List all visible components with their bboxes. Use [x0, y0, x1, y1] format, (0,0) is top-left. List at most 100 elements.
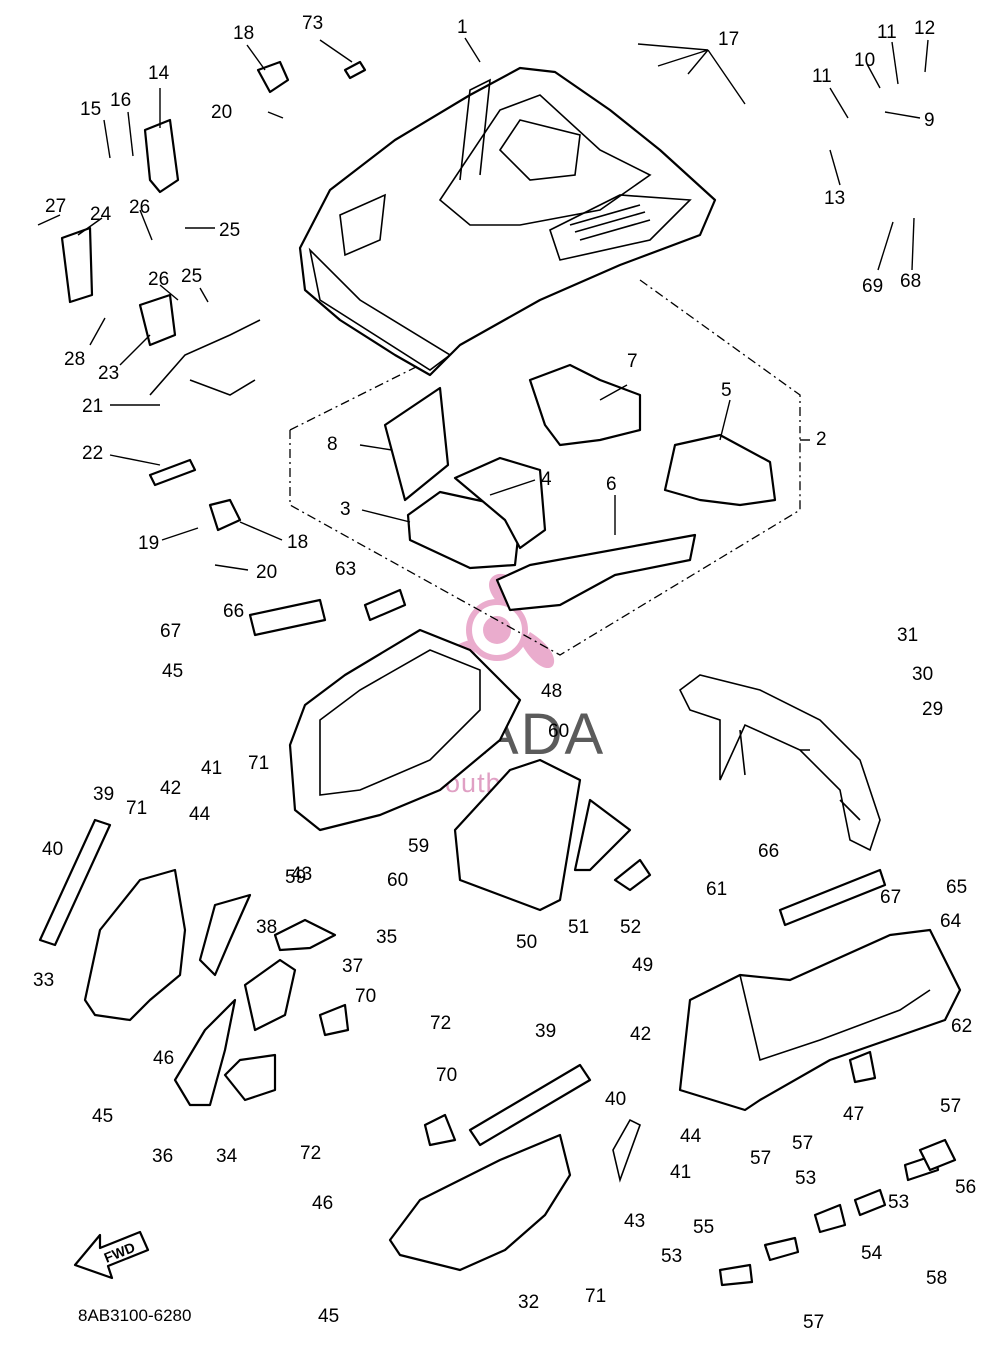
callout-20a: 20	[211, 102, 232, 123]
callout-6: 6	[606, 474, 617, 495]
callout-49: 49	[632, 955, 653, 976]
front-frame-part-48	[288, 628, 522, 832]
callout-36: 36	[152, 1146, 173, 1167]
callout-72a: 72	[430, 1013, 451, 1034]
callout-29: 29	[922, 699, 943, 720]
callout-20b: 20	[256, 562, 277, 583]
callout-40a: 40	[42, 839, 63, 860]
callout-71b: 71	[126, 798, 147, 819]
callout-67b: 67	[880, 887, 901, 908]
callout-70a: 70	[355, 986, 376, 1007]
callout-24: 24	[90, 204, 112, 225]
callout-25a: 25	[219, 220, 240, 241]
callout-42b: 42	[630, 1024, 651, 1045]
callout-9: 9	[924, 110, 935, 131]
callout-5: 5	[721, 380, 732, 401]
callout-11b: 11	[877, 22, 897, 43]
callout-39b: 39	[535, 1021, 556, 1042]
callout-58: 58	[926, 1268, 947, 1289]
port-lower-cover-group	[38, 818, 337, 1107]
small-hardware	[60, 60, 957, 1287]
callout-18b: 18	[287, 532, 308, 553]
callout-67a: 67	[160, 621, 181, 642]
callout-2: 2	[816, 429, 827, 450]
callout-38: 38	[256, 917, 277, 938]
callout-12: 12	[914, 18, 935, 39]
callout-44a: 44	[189, 804, 211, 825]
top-cowling-part-1	[298, 66, 717, 377]
callout-69: 69	[862, 276, 883, 297]
callout-13: 13	[824, 188, 845, 209]
callout-52: 52	[620, 917, 641, 938]
callout-51: 51	[568, 917, 589, 938]
callout-19: 19	[138, 533, 159, 554]
callout-1: 1	[457, 17, 468, 38]
callout-73: 73	[302, 13, 323, 34]
callout-60b: 60	[387, 870, 408, 891]
callout-26b: 26	[148, 269, 169, 290]
callout-23: 23	[98, 363, 119, 384]
callout-45b: 45	[92, 1106, 113, 1127]
callout-37: 37	[342, 956, 363, 977]
callout-55: 55	[693, 1217, 714, 1238]
callout-46a: 46	[153, 1048, 174, 1069]
callout-47: 47	[843, 1104, 864, 1125]
callout-17: 17	[718, 29, 739, 50]
callout-60a: 60	[548, 721, 569, 742]
callout-35: 35	[376, 927, 397, 948]
callout-15: 15	[80, 99, 101, 120]
callout-63: 63	[335, 559, 356, 580]
callout-3: 3	[340, 499, 351, 520]
leader-lines	[37, 37, 929, 571]
callout-53a: 53	[795, 1168, 816, 1189]
seal-group	[453, 758, 652, 912]
inner-liner-set-part-2	[289, 279, 801, 656]
lower-port-cover-part-32	[388, 1063, 592, 1272]
callout-57c: 57	[750, 1148, 771, 1169]
callout-21: 21	[82, 396, 103, 417]
callout-66a: 66	[223, 601, 244, 622]
callout-40b: 40	[605, 1089, 626, 1110]
callout-16: 16	[110, 90, 131, 111]
callout-7: 7	[627, 351, 638, 372]
callout-42a: 42	[160, 778, 181, 799]
callout-30: 30	[912, 664, 933, 685]
callout-32: 32	[518, 1292, 539, 1313]
callout-31: 31	[897, 625, 918, 646]
callout-65: 65	[946, 877, 967, 898]
callout-56: 56	[955, 1177, 976, 1198]
callout-57a: 57	[940, 1096, 961, 1117]
callout-44b: 44	[680, 1126, 702, 1147]
callout-53b: 53	[888, 1192, 909, 1213]
callout-53c: 53	[661, 1246, 682, 1267]
callout-45a: 45	[162, 661, 183, 682]
callout-41b: 41	[670, 1162, 691, 1183]
callout-64: 64	[940, 911, 962, 932]
callout-25b: 25	[181, 266, 202, 287]
callout-39a: 39	[93, 784, 114, 805]
callout-45c: 45	[318, 1306, 339, 1327]
forward-arrow: FWD	[73, 1230, 150, 1280]
callout-28: 28	[64, 349, 85, 370]
callout-71a: 71	[248, 753, 269, 774]
starboard-lower-cover-group	[678, 868, 962, 1112]
callout-4: 4	[541, 469, 552, 490]
callout-59b: 59	[408, 836, 429, 857]
callout-18a: 18	[233, 23, 254, 44]
callout-61: 61	[706, 879, 727, 900]
callout-48: 48	[541, 681, 562, 702]
diagram-code: 8AB3100-6280	[78, 1306, 191, 1325]
callout-22: 22	[82, 443, 103, 464]
callout-41a: 41	[201, 758, 222, 779]
callout-54: 54	[861, 1243, 883, 1264]
rear-frame-group	[678, 674, 881, 852]
callout-46b: 46	[312, 1193, 333, 1214]
callout-labels: 1 2 3 4 5 6 7 8 9 10 11 11 12 13 14 15 1…	[33, 13, 976, 1333]
callout-66b: 66	[758, 841, 779, 862]
callout-71c: 71	[585, 1286, 606, 1307]
callout-34: 34	[216, 1146, 238, 1167]
callout-72b: 72	[300, 1143, 321, 1164]
callout-50: 50	[516, 932, 537, 953]
callout-57d: 57	[803, 1312, 824, 1333]
